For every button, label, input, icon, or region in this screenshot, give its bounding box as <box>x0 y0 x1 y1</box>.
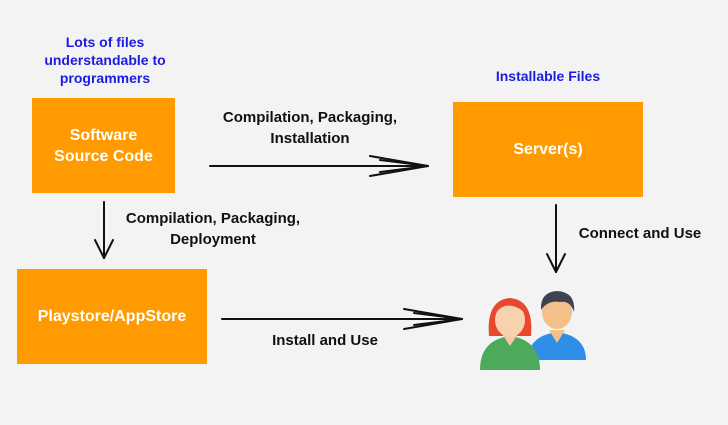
server-to-users-label: Connect and Use <box>578 225 702 242</box>
playstore-appstore-box: Playstore/AppStore <box>17 269 207 364</box>
arrow-store-to-users <box>221 308 463 330</box>
software-source-code-box: Software Source Code <box>32 98 175 193</box>
arrow-source-to-store <box>94 201 114 259</box>
source-to-store-label: Compilation, Packaging, Deployment <box>125 210 301 248</box>
source-code-note: Lots of files understandable to programm… <box>44 34 166 86</box>
store-to-users-label: Install and Use <box>272 332 378 349</box>
arrow-server-to-users <box>546 204 566 273</box>
server-note: Installable Files <box>495 68 601 84</box>
users-icon <box>480 291 586 370</box>
server-box: Server(s) <box>453 102 643 197</box>
source-to-server-label: Compilation, Packaging, Installation <box>222 109 398 147</box>
arrow-source-to-server <box>209 155 429 177</box>
